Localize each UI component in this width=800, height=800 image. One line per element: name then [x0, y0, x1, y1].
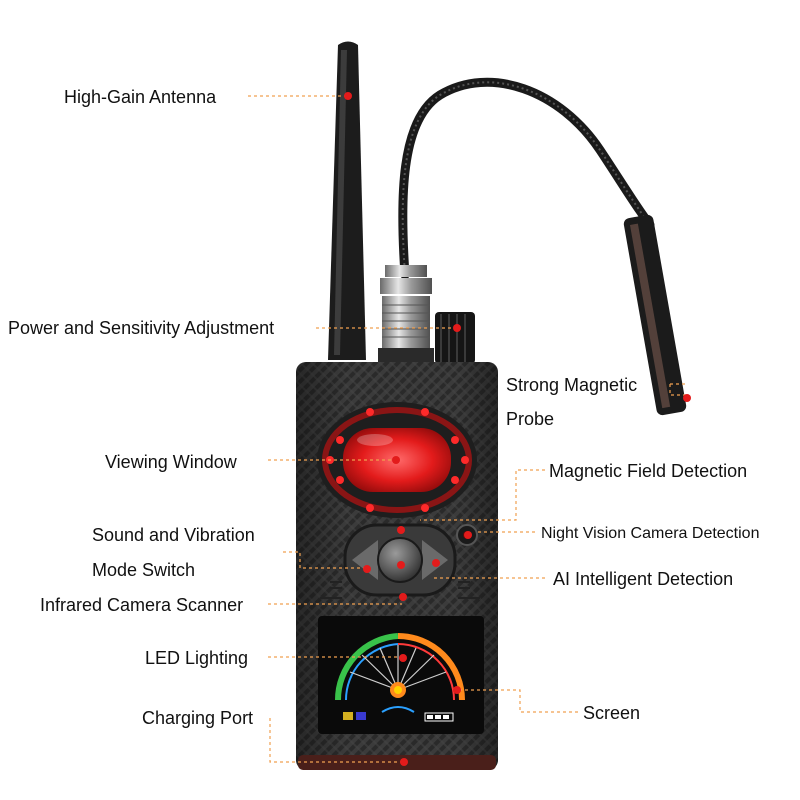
probe-head — [623, 214, 687, 416]
label-power-sensitivity: Power and Sensitivity Adjustment — [8, 318, 275, 338]
label-magnetic-field-detection: Magnetic Field Detection — [549, 461, 748, 481]
mode-switch-button[interactable] — [352, 540, 378, 580]
label-infrared-scanner: Infrared Camera Scanner — [40, 595, 244, 615]
label-sound-vibration-line2: Mode Switch — [92, 560, 196, 580]
label-magnetic-probe-line1: Strong Magnetic — [506, 375, 638, 395]
label-sound-vibration-line1: Sound and Vibration — [92, 525, 255, 545]
label-charging-port: Charging Port — [142, 708, 254, 728]
label-ai-detection: AI Intelligent Detection — [553, 569, 734, 589]
callout-markers — [344, 92, 691, 766]
antenna — [328, 41, 366, 360]
screen — [318, 616, 484, 734]
label-viewing-window: Viewing Window — [105, 452, 237, 472]
power-sensitivity-knob[interactable] — [435, 312, 475, 364]
center-button[interactable] — [377, 537, 423, 583]
leader-lines — [248, 95, 688, 763]
label-magnetic-probe-line2: Probe — [506, 409, 555, 429]
label-screen: Screen — [583, 703, 641, 723]
label-led-lighting: LED Lighting — [145, 648, 249, 668]
label-night-vision-detection: Night Vision Camera Detection — [541, 525, 760, 542]
label-high-gain-antenna: High-Gain Antenna — [64, 87, 217, 107]
probe-cable — [398, 77, 655, 280]
probe-connector — [378, 265, 434, 362]
